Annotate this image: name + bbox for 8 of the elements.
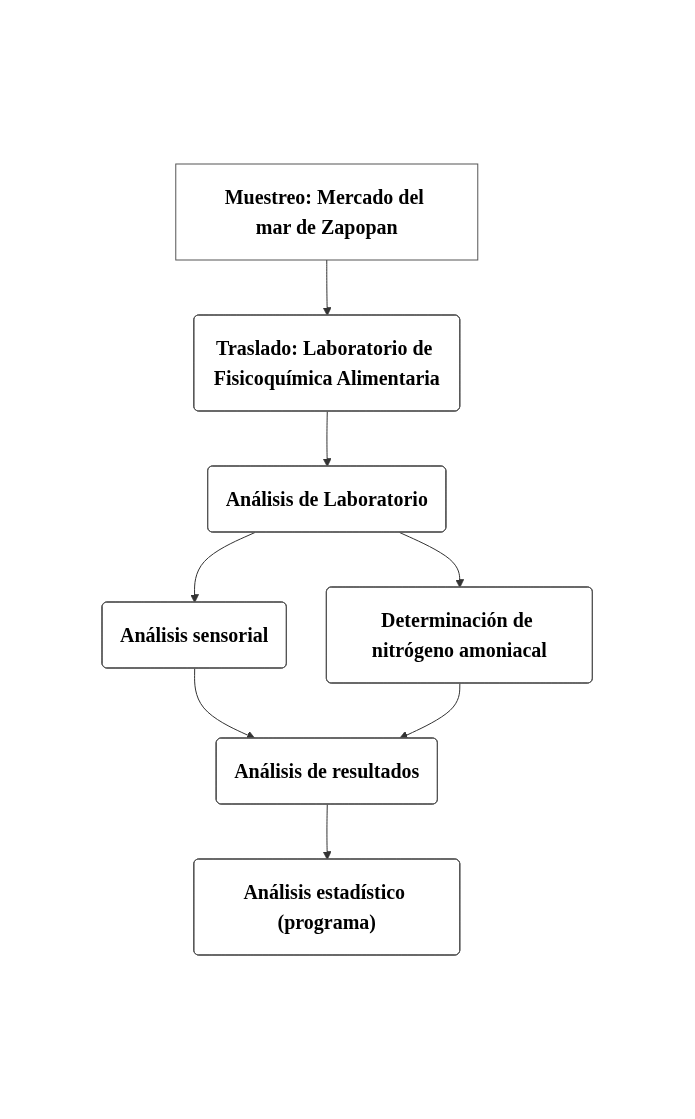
arrow [194,668,256,740]
arrow [323,804,332,860]
arrow [190,532,256,603]
arrow [323,259,332,316]
arrow [399,532,465,588]
arrow [323,411,332,467]
node-box: Muestreo: Mercado del mar de Zapopan [175,163,479,261]
arrow [399,683,461,740]
